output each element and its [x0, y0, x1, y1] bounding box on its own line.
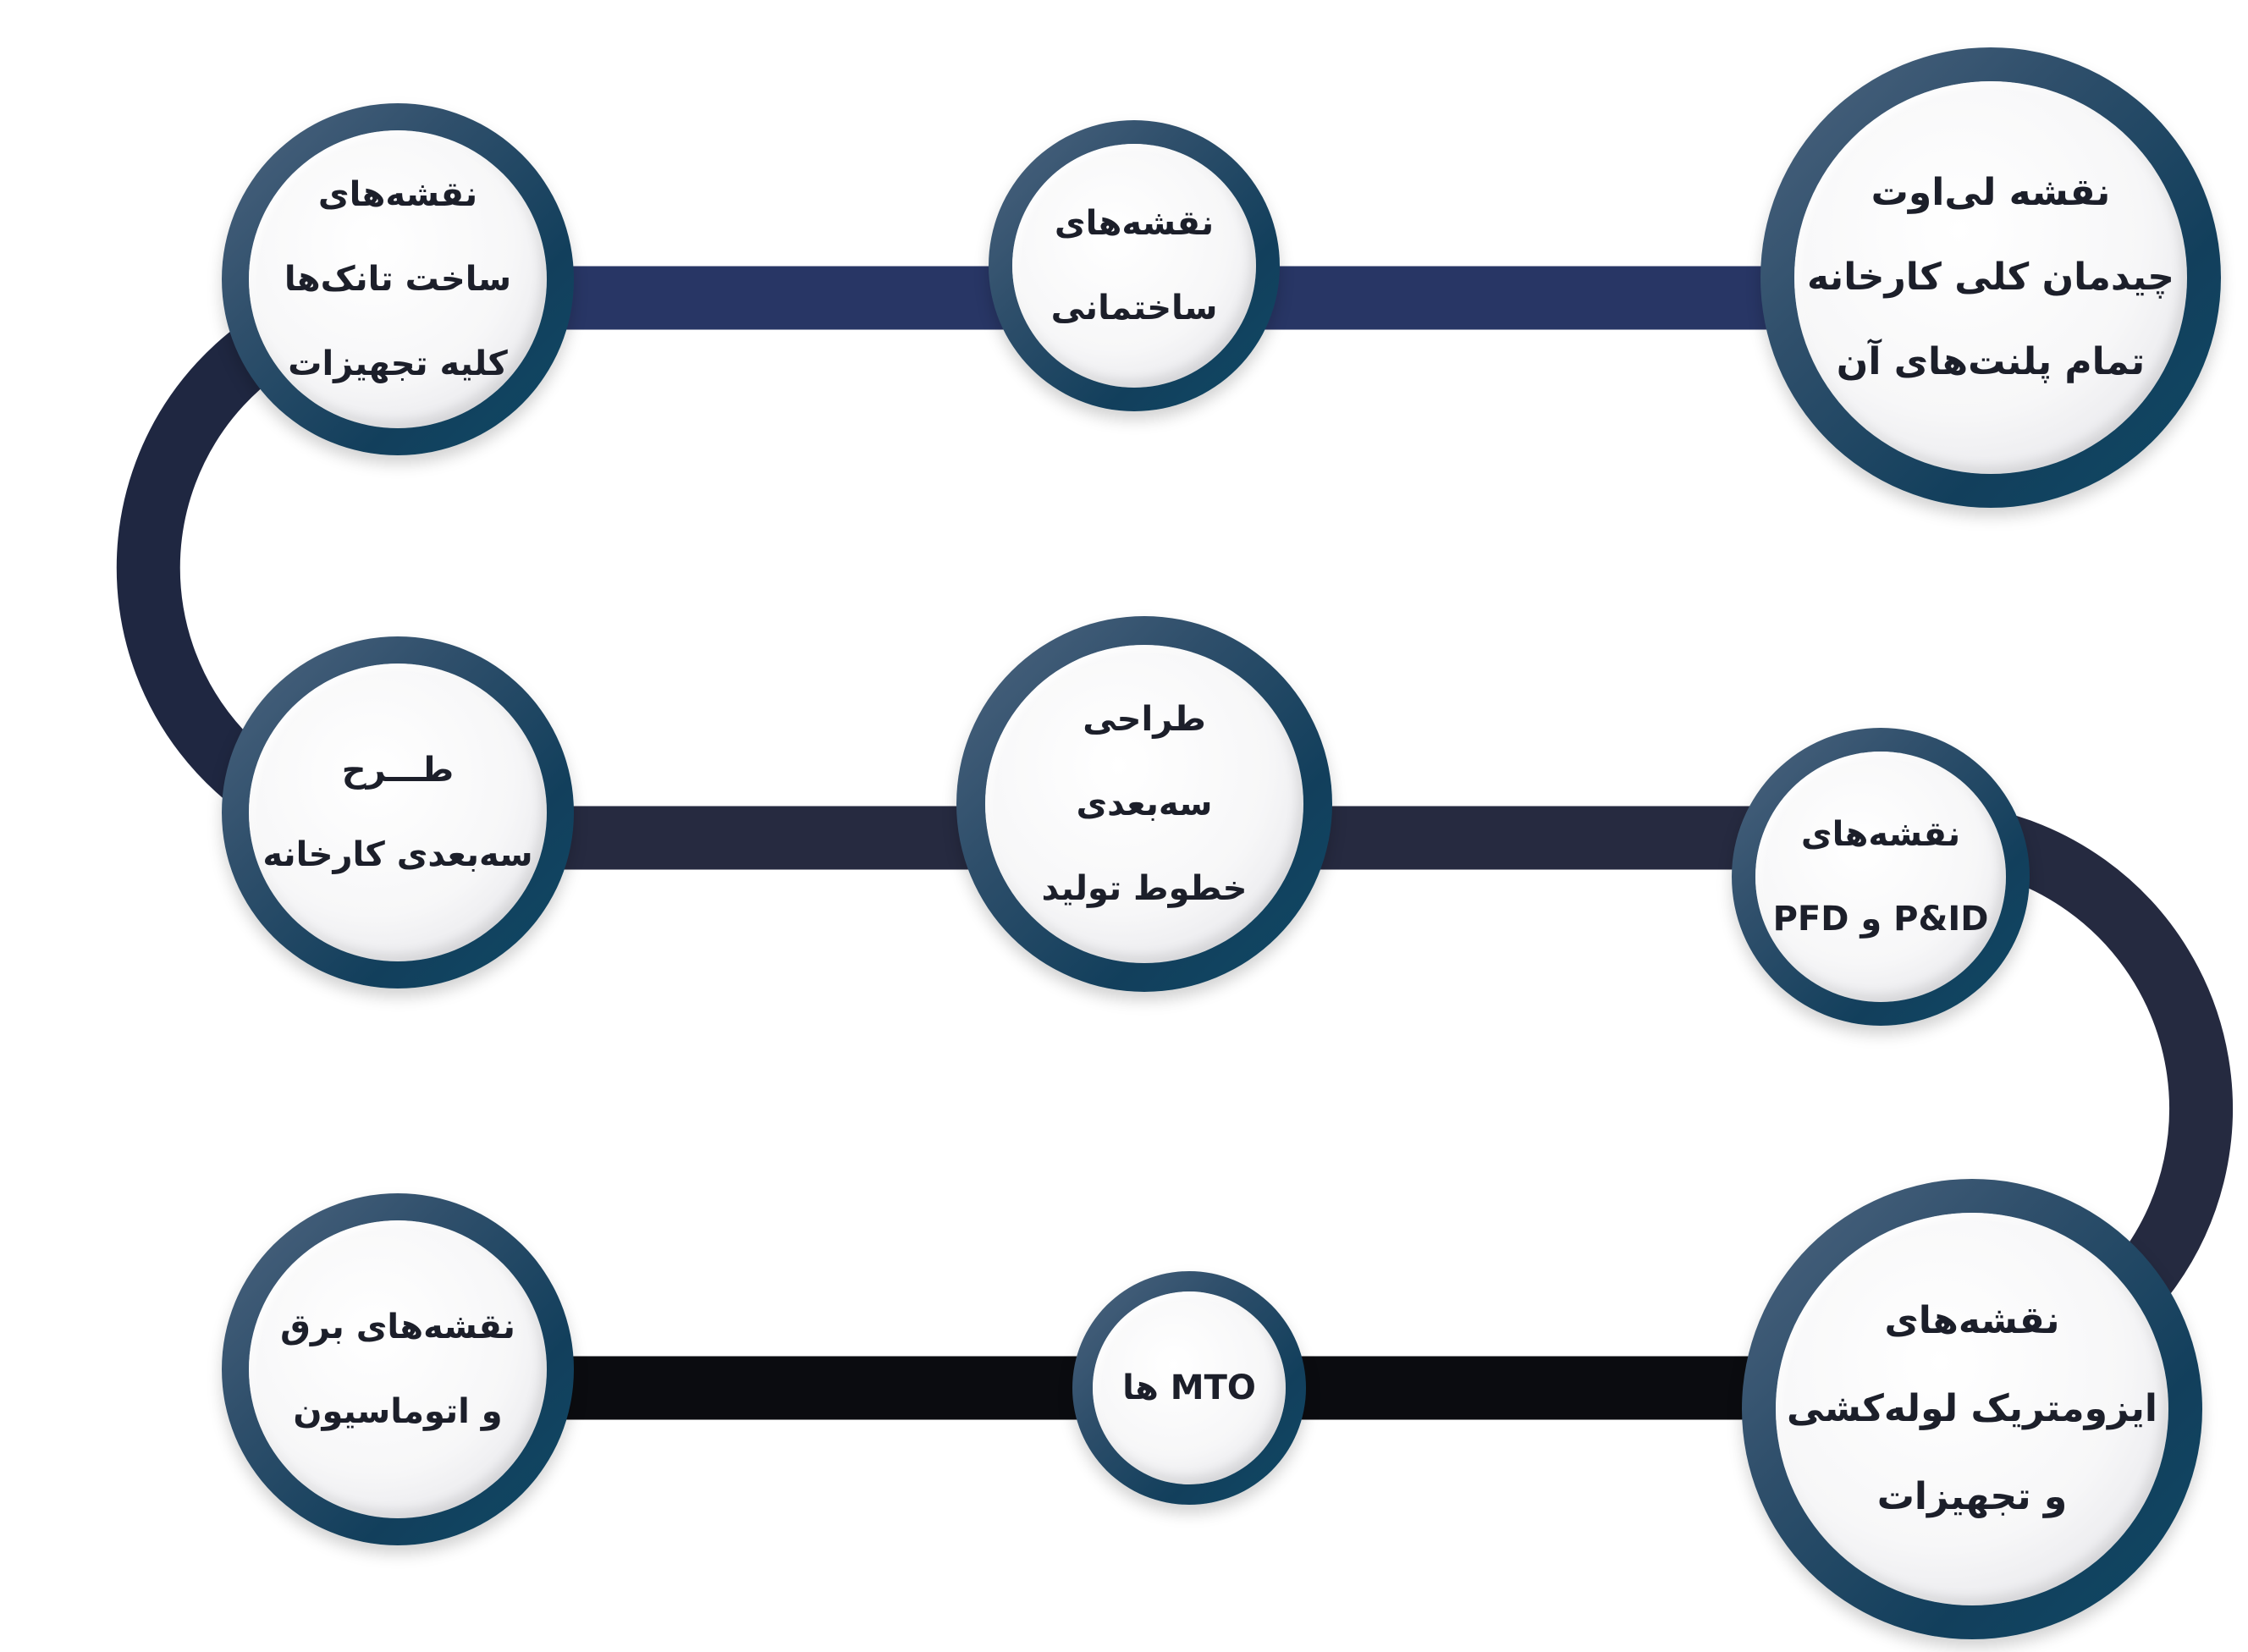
node-text-line: ساختمانی: [1050, 289, 1218, 328]
node-factory-3d-design: طـــرح سه‌بعدی کارخانه: [222, 636, 574, 988]
node-electrical-automation-label: نقشه‌های برق و اتوماسیون: [249, 1220, 547, 1518]
node-production-lines-3d-label: طراحی سه‌بعدی خطوط تولید: [985, 645, 1303, 963]
node-tank-drawings-label: نقشه‌های ساخت تانک‌ها کلیه تجهیزات: [249, 130, 547, 428]
node-layout-plan: نقشه لی‌اوت چیدمان کلی کارخانه تمام پلنت…: [1760, 47, 2221, 508]
node-text-line: کلیه تجهیزات: [288, 344, 508, 383]
node-mto-label: MTO ها: [1093, 1291, 1286, 1484]
node-production-lines-3d: طراحی سه‌بعدی خطوط تولید: [956, 616, 1332, 992]
node-text-line: نقشه‌های: [317, 175, 478, 214]
node-building-drawings: نقشه‌های ساختمانی: [989, 120, 1280, 411]
node-text-line: ایزومتریک لوله‌کشی: [1787, 1387, 2157, 1430]
node-text-line: نقشه‌های برق: [280, 1308, 515, 1346]
node-text-line: و اتوماسیون: [293, 1392, 503, 1431]
node-text-line: ساخت تانک‌ها: [284, 260, 512, 299]
node-tank-drawings: نقشه‌های ساخت تانک‌ها کلیه تجهیزات: [222, 103, 574, 455]
node-text-line: طـــرح: [341, 751, 455, 790]
node-text-line: نقشه‌های: [1800, 815, 1961, 854]
node-text-line: سه‌بعدی: [1076, 785, 1213, 823]
node-building-drawings-label: نقشه‌های ساختمانی: [1012, 144, 1256, 388]
node-text-line: سه‌بعدی کارخانه: [262, 835, 533, 874]
node-text-line: و تجهیزات: [1876, 1475, 2068, 1518]
node-layout-plan-label: نقشه لی‌اوت چیدمان کلی کارخانه تمام پلنت…: [1794, 81, 2187, 474]
node-text-line: چیدمان کلی کارخانه: [1807, 256, 2174, 299]
node-factory-3d-design-label: طـــرح سه‌بعدی کارخانه: [249, 664, 547, 961]
node-text-line: طراحی: [1083, 700, 1206, 739]
node-text-line: MTO ها: [1122, 1368, 1256, 1407]
node-text-line: خطوط تولید: [1041, 869, 1248, 908]
node-text-line: نقشه‌های: [1884, 1299, 2060, 1342]
node-text-line: تمام پلنت‌های آن: [1836, 340, 2146, 383]
node-pid-pfd: نقشه‌های P&ID و PFD: [1732, 728, 2030, 1026]
node-electrical-automation: نقشه‌های برق و اتوماسیون: [222, 1193, 574, 1545]
node-text-line: نقشه لی‌اوت: [1871, 171, 2111, 214]
node-mto: MTO ها: [1072, 1271, 1306, 1505]
node-text-line: P&ID و PFD: [1772, 900, 1989, 939]
node-isometric-piping: نقشه‌های ایزومتریک لوله‌کشی و تجهیزات: [1742, 1179, 2202, 1639]
node-text-line: نقشه‌های: [1054, 204, 1215, 243]
node-isometric-piping-label: نقشه‌های ایزومتریک لوله‌کشی و تجهیزات: [1776, 1213, 2168, 1605]
node-pid-pfd-label: نقشه‌های P&ID و PFD: [1755, 752, 2006, 1002]
